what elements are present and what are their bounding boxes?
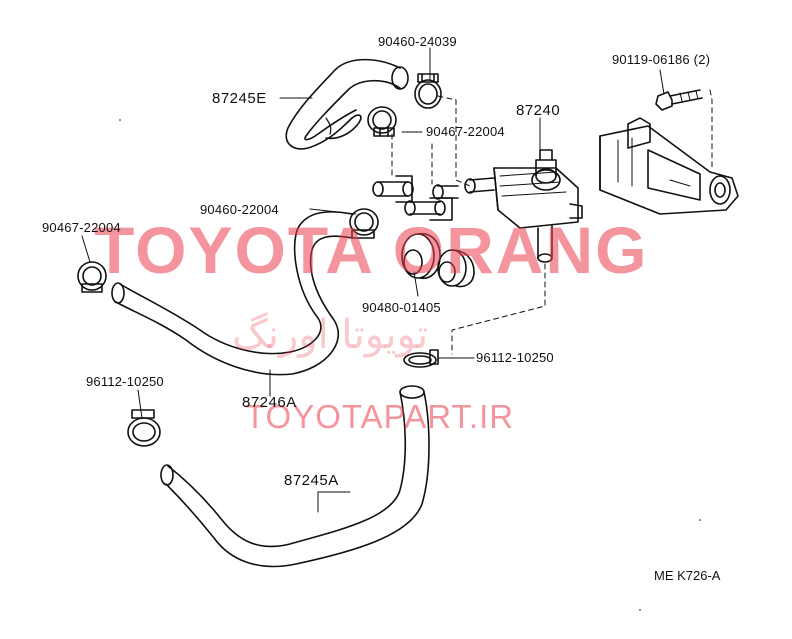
label-90467-22004-top: 90467-22004 bbox=[426, 124, 505, 139]
clamp-96112-10250-left-shape bbox=[127, 409, 161, 447]
clamp-90467-22004-top-shape bbox=[367, 106, 397, 137]
bolt-90119-06186-shape bbox=[655, 89, 703, 111]
clamp-96112-10250-right-shape bbox=[403, 349, 439, 368]
label-90460-22004: 90460-22004 bbox=[200, 202, 279, 217]
hose-87245E bbox=[285, 58, 409, 150]
dashed-guides bbox=[391, 89, 713, 355]
diagram-reference-code: ME K726-A bbox=[654, 568, 721, 583]
label-90467-22004-left: 90467-22004 bbox=[42, 220, 121, 235]
valve-87240-shape bbox=[464, 149, 583, 263]
label-90460-24039: 90460-24039 bbox=[378, 34, 457, 49]
noise-dot bbox=[639, 609, 641, 611]
label-87245A: 87245A bbox=[284, 472, 339, 489]
grommet-90480-01405-shape bbox=[401, 232, 475, 288]
clamp-90460-24039-shape bbox=[414, 73, 442, 109]
noise-dot bbox=[699, 519, 701, 521]
hose-87246A bbox=[111, 211, 353, 376]
leader-lines bbox=[81, 47, 665, 513]
clamp-90460-22004-shape bbox=[349, 208, 379, 239]
noise-dot bbox=[119, 119, 121, 121]
label-87245E: 87245E bbox=[212, 90, 267, 107]
bracket-assembly bbox=[599, 117, 739, 215]
label-90480-01405: 90480-01405 bbox=[362, 300, 441, 315]
label-96112-10250-right: 96112-10250 bbox=[476, 350, 554, 365]
label-96112-10250-left: 96112-10250 bbox=[86, 374, 164, 389]
hose-87245A bbox=[160, 385, 430, 568]
clamp-90467-22004-left-shape bbox=[77, 261, 107, 293]
label-87240: 87240 bbox=[516, 102, 561, 119]
label-87246A: 87246A bbox=[242, 394, 297, 411]
label-90119-06186: 90119-06186 (2) bbox=[612, 52, 711, 67]
pipe-fittings bbox=[372, 175, 459, 221]
